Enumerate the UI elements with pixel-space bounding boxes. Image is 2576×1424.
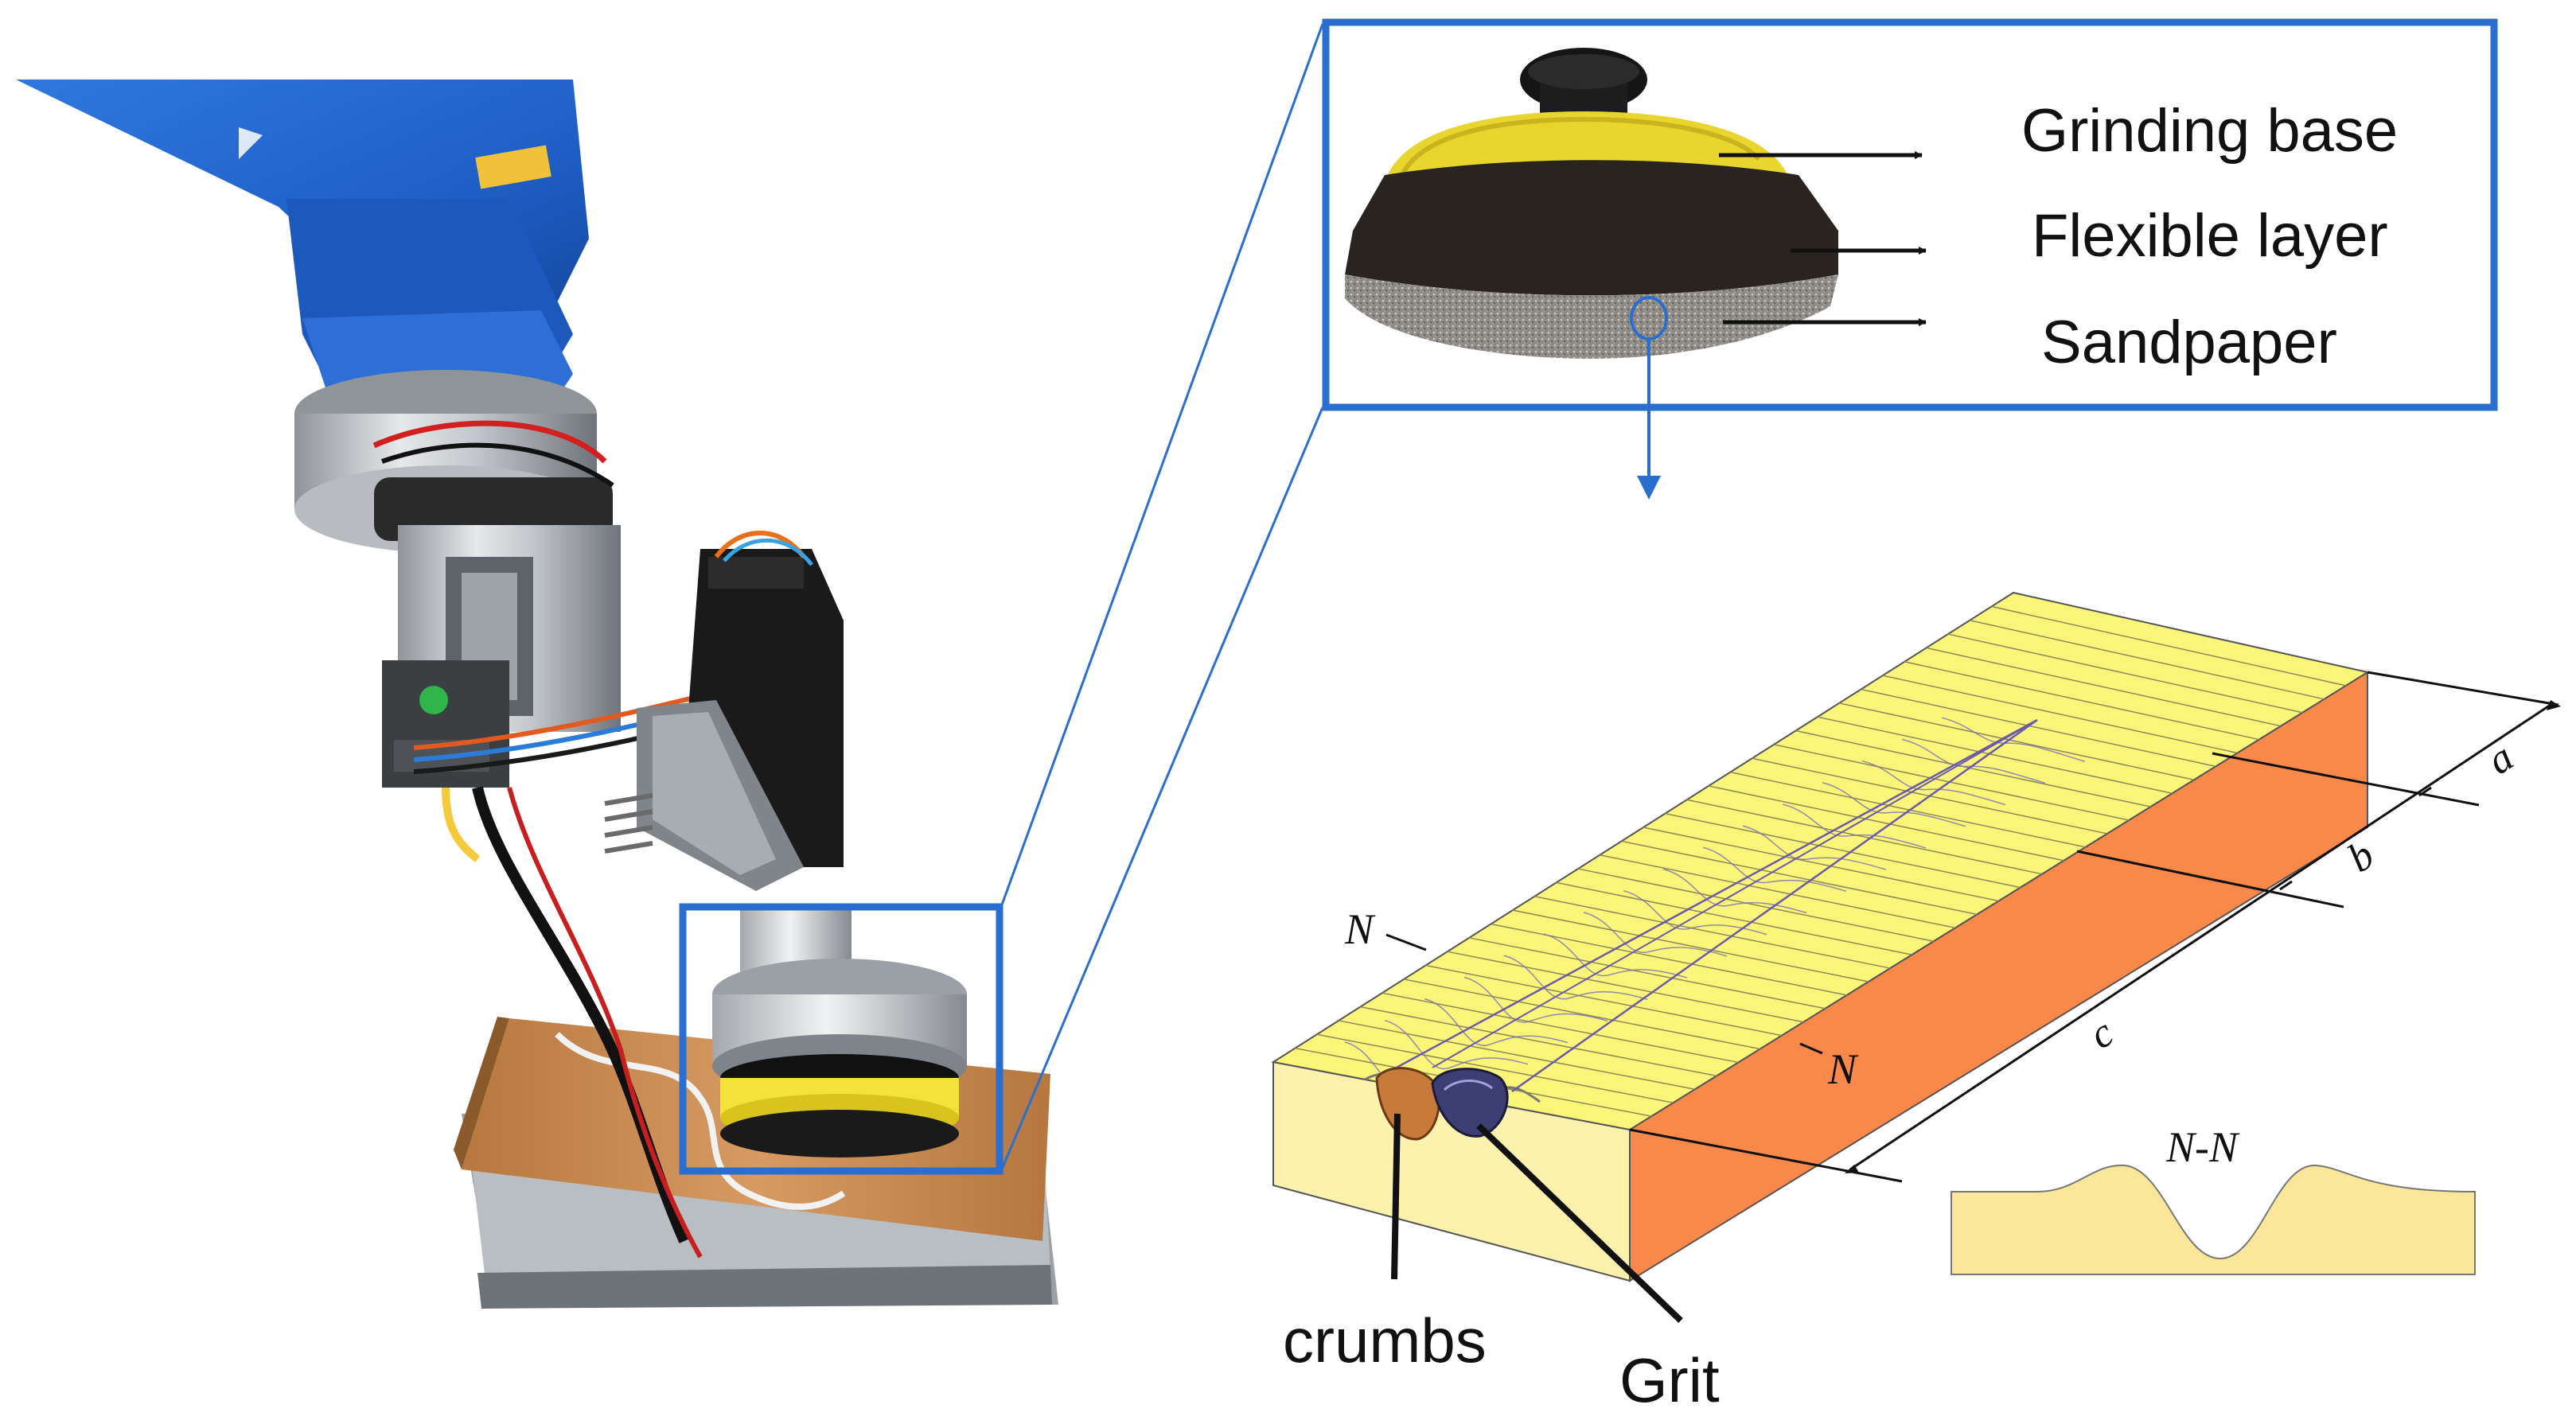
- dim-label-b: b: [2340, 832, 2382, 881]
- tool-highlight-box: [679, 903, 1004, 1175]
- groove-contours: [1344, 717, 2086, 1093]
- hatch-line: [1447, 951, 1804, 1023]
- hatch-line: [1882, 675, 2238, 754]
- grinding-pad-photo: [1345, 48, 1838, 359]
- hatch-line: [1403, 979, 1760, 1050]
- robot-arm-photo: [16, 80, 1058, 1309]
- hatch-line: [1665, 812, 2021, 889]
- section-title: N-N: [2165, 1123, 2240, 1171]
- hatch-line: [1686, 799, 2043, 875]
- label-grit: Grit: [1619, 1345, 1720, 1415]
- hatch-line: [1556, 881, 1912, 955]
- dim-label-a: a: [2479, 734, 2521, 784]
- hatch-line: [1360, 1006, 1717, 1077]
- leader-crumbs: [1391, 1113, 1401, 1280]
- groove-contour: [1463, 976, 1608, 1023]
- groove-contour: [1742, 825, 1887, 870]
- groove-contour: [1702, 846, 1847, 893]
- hatch-line: [1512, 909, 1869, 982]
- section-mark-right-tick: [1799, 1042, 1823, 1055]
- hatch-line: [1382, 992, 1739, 1064]
- section-mark-left-tick: [1385, 933, 1427, 951]
- hatch-line: [1773, 744, 2130, 821]
- groove-contour: [1822, 782, 1966, 827]
- label-crumbs: crumbs: [1283, 1305, 1487, 1375]
- hatch-line: [1425, 964, 1782, 1037]
- section-profile: [1951, 1164, 2476, 1275]
- dim-label-c: c: [2081, 1010, 2121, 1058]
- groove-contour: [1424, 998, 1569, 1046]
- hatch-line: [1795, 730, 2151, 807]
- section-mark-left: N: [1344, 905, 1376, 953]
- surface-hatch: [1295, 605, 2346, 1117]
- groove-contour: [1623, 889, 1767, 936]
- hatch-line: [1600, 854, 1956, 929]
- hatch-line: [1643, 827, 1999, 902]
- label-grinding-base: Grinding base: [2021, 97, 2398, 165]
- hatch-line: [1817, 716, 2173, 794]
- hatch-line: [1316, 1033, 1674, 1103]
- hatch-line: [1469, 937, 1826, 1010]
- hatch-line: [1534, 896, 1891, 969]
- groove-contour: [1901, 738, 2046, 784]
- hatch-line: [1839, 702, 2195, 781]
- hatch-line: [1861, 688, 2216, 768]
- hatch-line: [1708, 785, 2064, 862]
- label-sandpaper: Sandpaper: [2041, 309, 2337, 376]
- groove-contour: [1543, 933, 1688, 979]
- groove-contour: [1861, 760, 2006, 806]
- leader-grit: [1476, 1123, 1683, 1323]
- zoom-line-bottom: [1000, 407, 1324, 1172]
- groove-contour: [1384, 1020, 1529, 1070]
- workpiece-block: [1271, 591, 2370, 1282]
- arrow-grit-zoom-head: [1637, 476, 1661, 500]
- hatch-line: [1970, 619, 2325, 700]
- section-mark-right: N: [1827, 1045, 1859, 1093]
- hatch-line: [1577, 868, 1934, 942]
- hatch-line: [1730, 771, 2086, 848]
- hatch-line: [1991, 605, 2346, 687]
- hatch-line: [1947, 633, 2303, 714]
- hatch-line: [1621, 840, 1978, 916]
- groove-contour: [1782, 803, 1927, 849]
- zoom-line-top: [1000, 23, 1324, 908]
- hatch-line: [1338, 1020, 1695, 1091]
- groove-contour: [1503, 955, 1648, 1000]
- dimension-lines: [1629, 671, 2559, 1183]
- groove-contour: [1583, 912, 1728, 957]
- label-flexible-layer: Flexible layer: [2032, 202, 2388, 270]
- dim-arrow-bottom: [1845, 1165, 1859, 1173]
- hatch-line: [1926, 647, 2282, 727]
- dim-arrow-top: [2547, 700, 2561, 710]
- hatch-line: [1904, 661, 2259, 741]
